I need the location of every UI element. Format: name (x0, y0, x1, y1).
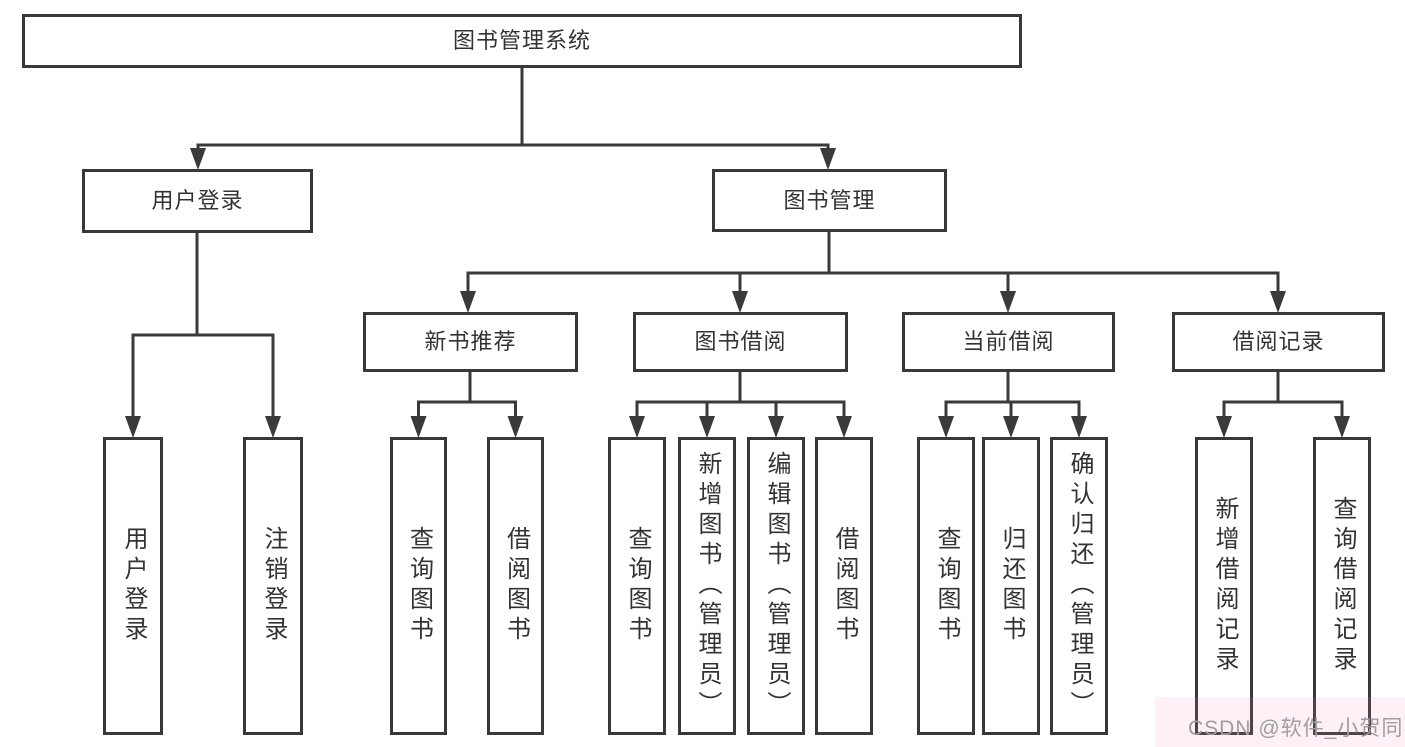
node-label: 图书管理系统 (452, 28, 591, 53)
leaf-user-login: 用户登录 (103, 437, 163, 735)
leaf-label: 借阅图书 (831, 526, 858, 646)
leaf-borrow-books-2: 借阅图书 (815, 437, 873, 735)
leaf-label: 用户登录 (120, 526, 147, 646)
leaf-label: 新增借阅记录 (1211, 496, 1238, 676)
node-label: 新书推荐 (424, 329, 517, 354)
leaf-query-books-1: 查询图书 (390, 437, 447, 735)
leaf-query-borrow-record: 查询借阅记录 (1313, 437, 1371, 735)
leaf-borrow-books-1: 借阅图书 (487, 437, 544, 735)
node-label: 借阅记录 (1232, 329, 1325, 354)
leaf-confirm-return-admin: 确认归还（管理员） (1050, 437, 1108, 735)
leaf-logout: 注销登录 (243, 437, 303, 735)
leaf-label: 查询图书 (405, 526, 433, 646)
leaf-add-books-admin: 新增图书（管理员） (678, 437, 736, 735)
node-root-system: 图书管理系统 (22, 14, 1022, 68)
leaf-label: 借阅图书 (502, 526, 530, 646)
leaf-query-books-2: 查询图书 (608, 437, 666, 735)
node-book-borrow: 图书借阅 (633, 312, 848, 372)
leaf-label: 查询图书 (933, 526, 960, 646)
leaf-label: 编辑图书（管理员） (763, 451, 790, 721)
node-label: 当前借阅 (962, 329, 1055, 354)
leaf-label: 归还图书 (998, 526, 1025, 646)
leaf-return-books: 归还图书 (982, 437, 1040, 735)
leaf-label: 查询图书 (624, 526, 651, 646)
node-label: 用户登录 (151, 188, 244, 213)
leaf-label: 查询借阅记录 (1329, 496, 1356, 676)
node-new-book-recommend: 新书推荐 (363, 312, 578, 372)
leaf-label: 注销登录 (260, 526, 287, 646)
node-borrow-records: 借阅记录 (1172, 312, 1385, 372)
watermark: CSDN @软件_小贺同学 (1188, 717, 1405, 740)
leaf-add-borrow-record: 新增借阅记录 (1195, 437, 1253, 735)
node-book-management: 图书管理 (712, 169, 947, 232)
node-label: 图书借阅 (694, 329, 787, 354)
node-label: 图书管理 (783, 187, 876, 213)
leaf-label: 确认归还（管理员） (1066, 451, 1093, 721)
leaf-query-books-3: 查询图书 (917, 437, 975, 735)
node-current-borrow: 当前借阅 (902, 312, 1115, 372)
leaf-label: 新增图书（管理员） (694, 451, 721, 721)
leaf-edit-books-admin: 编辑图书（管理员） (747, 437, 805, 735)
node-user-login: 用户登录 (82, 169, 313, 233)
